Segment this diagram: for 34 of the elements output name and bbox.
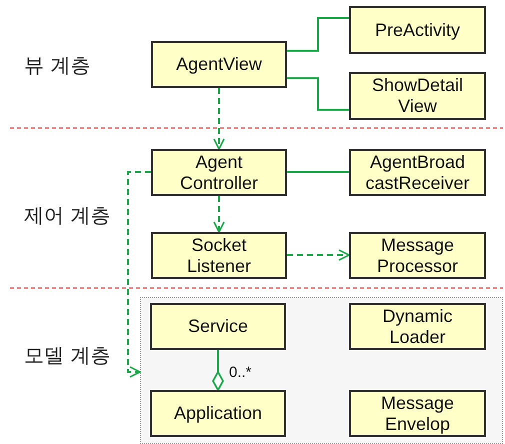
package-frame bbox=[140, 297, 503, 444]
class-name: AgentBroad castReceiver bbox=[365, 152, 470, 194]
class-box bbox=[349, 149, 486, 196]
layer-label: 모델 계층 bbox=[24, 342, 110, 369]
class-name: Service bbox=[188, 316, 248, 337]
class-box bbox=[150, 303, 286, 350]
class-name: ShowDetail View bbox=[370, 75, 464, 117]
class-name: Message Envelop bbox=[380, 392, 456, 434]
class-box bbox=[349, 6, 486, 54]
class-name: Socket Listener bbox=[186, 234, 252, 276]
class-box bbox=[349, 72, 486, 120]
arrow bbox=[127, 171, 151, 378]
connector-line bbox=[287, 77, 349, 111]
class-name: Dynamic Loader bbox=[381, 306, 454, 348]
class-box bbox=[349, 232, 486, 279]
class-name: PreActivity bbox=[374, 20, 460, 40]
class-name: Agent Controller bbox=[178, 152, 260, 194]
layer-label: 뷰 계층 bbox=[24, 52, 90, 79]
arrow bbox=[213, 88, 225, 150]
layer-label: 제어 계층 bbox=[24, 202, 110, 229]
class-box bbox=[349, 303, 486, 350]
class-name: Application bbox=[174, 403, 262, 424]
class-box bbox=[151, 149, 287, 196]
connector-line bbox=[287, 171, 349, 174]
class-box bbox=[150, 390, 286, 437]
class-box bbox=[349, 390, 486, 437]
class-box bbox=[151, 232, 287, 279]
arrow bbox=[287, 249, 350, 261]
class-name: Message Processor bbox=[376, 234, 460, 276]
arrow bbox=[213, 196, 225, 233]
class-name: AgentView bbox=[176, 54, 262, 75]
class-box bbox=[151, 41, 287, 88]
connector-line bbox=[287, 17, 349, 52]
aggregation-line bbox=[212, 350, 224, 391]
